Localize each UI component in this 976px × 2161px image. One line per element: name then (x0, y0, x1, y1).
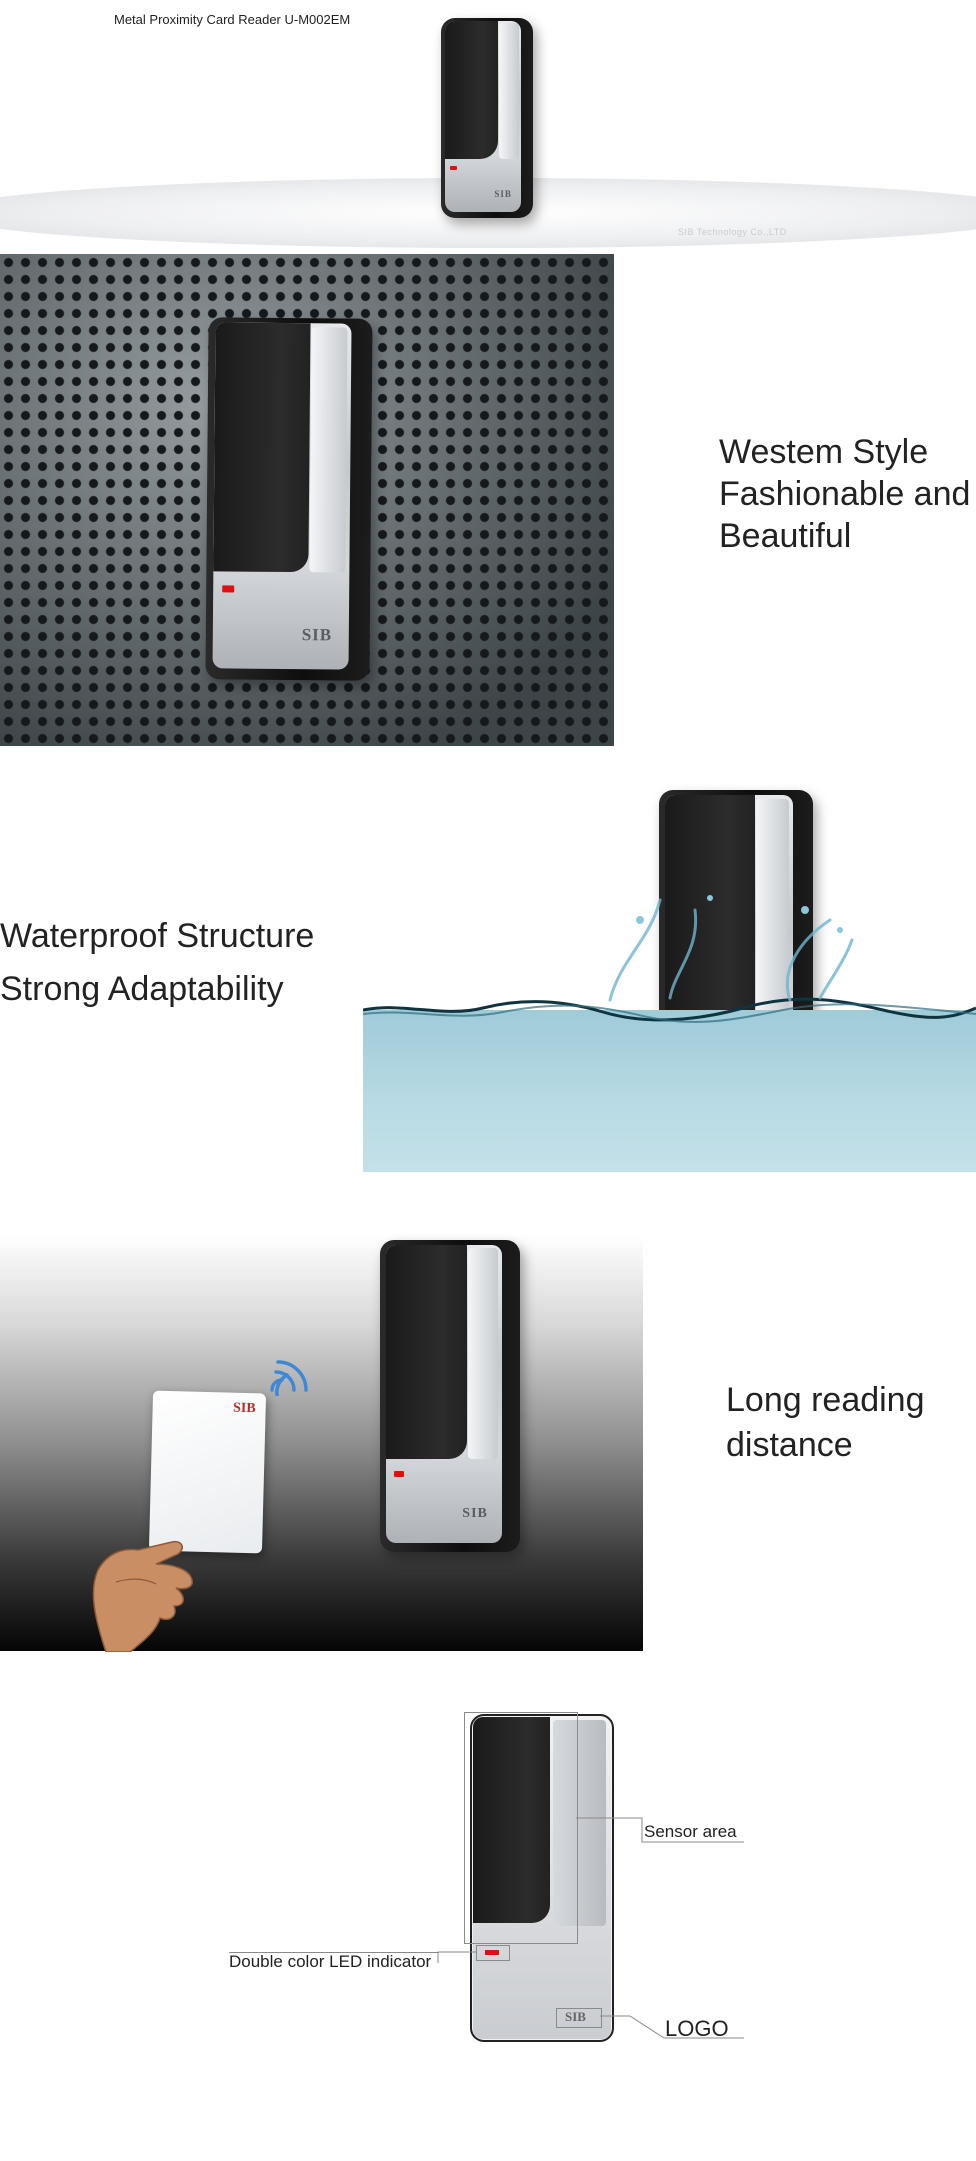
callout-lines (437, 1817, 744, 2039)
feature-style-text: Westem Style Fashionable and Beautiful (719, 431, 970, 557)
device-logo: SIB (301, 625, 333, 645)
led-indicator (222, 585, 235, 593)
sensor-area-outline (464, 1712, 578, 1944)
led-indicator (393, 1471, 405, 1478)
feature-distance-text: Long reading distance (726, 1378, 925, 1468)
feature-line: Long reading (726, 1381, 925, 1419)
banner-section: Metal Proximity Card Reader U-M002EM SIB… (0, 0, 976, 255)
device-logo: SIB (462, 1505, 488, 1521)
water-wave (363, 997, 976, 1023)
led-indicator-label: Double color LED indicator (229, 1952, 432, 1971)
water-surface (363, 1010, 976, 1172)
banner-copyright: SIB Technology Co.,LTD (678, 227, 787, 237)
feature-line: Fashionable and (719, 475, 971, 513)
banner-product-image: SIB (441, 18, 533, 218)
led-indicator (485, 1950, 499, 1955)
feature-line: Strong Adaptability (0, 970, 284, 1008)
wireless-signal-icon (270, 1360, 308, 1396)
banner-title: Metal Proximity Card Reader U-M002EM (114, 12, 351, 27)
logo-label: LOGO (665, 2016, 729, 2041)
logo-outline (556, 2008, 602, 2028)
led-indicator (450, 166, 457, 171)
feature-line: distance (726, 1426, 853, 1464)
diagram-device-logo: SIB (565, 2009, 586, 2024)
card-logo: SIB (232, 1400, 256, 1417)
feature-line: Waterproof Structure (0, 917, 315, 955)
device-logo: SIB (494, 188, 512, 199)
led-label-rule (229, 1952, 439, 1953)
hand-holding-card (92, 1540, 193, 1652)
feature-line: Beautiful (719, 517, 852, 555)
water-splash (608, 895, 854, 1002)
feature-waterproof-text: Waterproof Structure Strong Adaptability (0, 910, 314, 1016)
product-image-perforated: SIB (205, 317, 373, 681)
sensor-area-label: Sensor area (644, 1822, 737, 1841)
led-outline (476, 1945, 510, 1961)
product-image-card-reader: SIB (380, 1240, 520, 1552)
diagram-product-image (470, 1714, 614, 2042)
feature-line: Westem Style (719, 433, 929, 471)
